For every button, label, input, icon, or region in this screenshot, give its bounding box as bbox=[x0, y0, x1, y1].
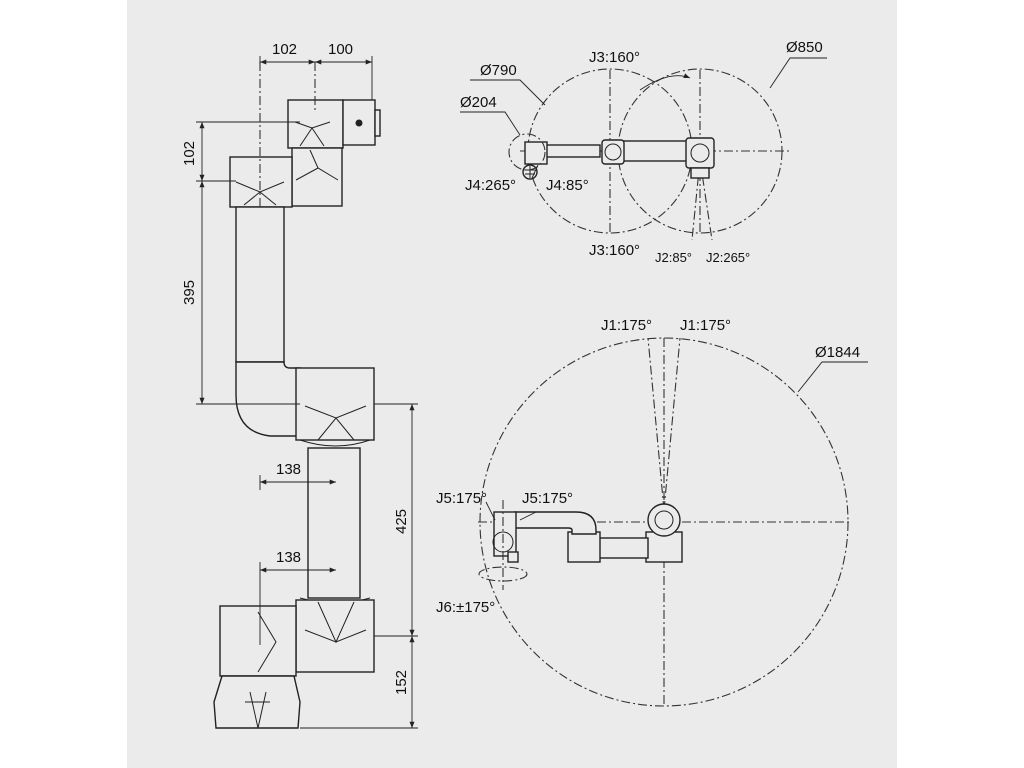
dim-100-top-label: 100 bbox=[328, 41, 353, 58]
base-j1-housing bbox=[647, 503, 681, 537]
top-forearm bbox=[544, 144, 601, 158]
wrist-block-lower bbox=[291, 147, 343, 207]
label-d850: Ø850 bbox=[786, 39, 823, 56]
flange-bolt bbox=[355, 119, 363, 127]
label-j4-neg: J4:265° bbox=[465, 177, 516, 194]
tool-flange-plate bbox=[374, 109, 381, 137]
wrist-crease-4 bbox=[309, 149, 319, 169]
dim-102-top-label: 102 bbox=[272, 41, 297, 58]
top-base bbox=[690, 167, 710, 179]
upper-arm-tube bbox=[307, 447, 361, 599]
top-shoulder-housing bbox=[685, 137, 715, 169]
leader-790 bbox=[470, 79, 546, 106]
base-elbow-block bbox=[567, 531, 601, 563]
label-d790: Ø790 bbox=[480, 62, 517, 79]
top-shoulder-axis bbox=[690, 143, 710, 163]
dim-152-label: 152 bbox=[393, 670, 410, 695]
dim-102-left-label: 102 bbox=[181, 141, 198, 166]
elbow-bend bbox=[235, 361, 301, 437]
joint3-crease-2 bbox=[317, 417, 355, 441]
label-j1-left: J1:175° bbox=[601, 317, 652, 334]
joint4-crease-2 bbox=[243, 191, 277, 206]
wrist-circle-204 bbox=[508, 133, 546, 171]
forearm-tube bbox=[235, 206, 285, 363]
wrist-crease-2 bbox=[299, 127, 325, 147]
joint3-collar bbox=[299, 439, 371, 447]
top-upper-arm bbox=[619, 140, 691, 162]
base-shoulder-block bbox=[645, 531, 683, 563]
base-view: J1:175° J1:175° Ø1844 J5:175° J5:175° J6… bbox=[436, 317, 868, 707]
top-wrist-housing bbox=[524, 141, 548, 165]
base-pedestal-detail bbox=[245, 691, 270, 729]
top-elbow-axis bbox=[604, 143, 622, 161]
label-j1-right: J1:175° bbox=[680, 317, 731, 334]
label-d204: Ø204 bbox=[460, 94, 497, 111]
label-j5-right: J5:175° bbox=[522, 490, 573, 507]
label-d1844: Ø1844 bbox=[815, 344, 860, 361]
dim-138-upper-label: 138 bbox=[276, 461, 301, 478]
label-j4-pos: J4:85° bbox=[546, 177, 589, 194]
leader-850 bbox=[769, 57, 827, 89]
wrist-block-upper bbox=[287, 99, 344, 149]
base-j1-axis bbox=[654, 510, 674, 530]
j4-pointer bbox=[531, 164, 539, 179]
dim-425-label: 425 bbox=[393, 509, 410, 534]
leader-j5-left bbox=[485, 501, 496, 521]
joint3-housing bbox=[295, 367, 375, 441]
dim-395-label: 395 bbox=[181, 280, 198, 305]
leader-1844 bbox=[797, 361, 868, 393]
base-upper-arm bbox=[597, 537, 649, 559]
base-wrist-block bbox=[493, 511, 517, 557]
base-block bbox=[219, 605, 297, 677]
j3-arc-top bbox=[639, 73, 691, 91]
top-view: Ø790 Ø204 J3:160° Ø850 J4:265° J4:85° J3… bbox=[460, 39, 827, 265]
label-j2-neg: J2:265° bbox=[706, 250, 750, 265]
label-j5-left: J5:175° bbox=[436, 490, 487, 507]
base-crease bbox=[257, 611, 277, 673]
dim-138-lower-label: 138 bbox=[276, 549, 301, 566]
j6-rotation-ellipse bbox=[478, 566, 528, 582]
shoulder-housing bbox=[295, 599, 375, 673]
label-j3-top: J3:160° bbox=[589, 49, 640, 66]
j1-limit-left bbox=[647, 337, 665, 511]
base-tool-tip bbox=[507, 551, 519, 563]
label-j2-pos: J2:85° bbox=[655, 250, 692, 265]
label-j3-bottom: J3:160° bbox=[589, 242, 640, 259]
leader-204 bbox=[460, 111, 521, 136]
j1-limit-right bbox=[663, 337, 681, 511]
shoulder-crease-2 bbox=[317, 601, 355, 644]
label-j6: J6:±175° bbox=[436, 599, 495, 616]
joint4-housing bbox=[229, 156, 293, 208]
leader-j5-right bbox=[519, 511, 537, 521]
base-forearm bbox=[514, 511, 597, 535]
side-view: 102 100 102 395 138 138 425 152 bbox=[181, 41, 418, 729]
